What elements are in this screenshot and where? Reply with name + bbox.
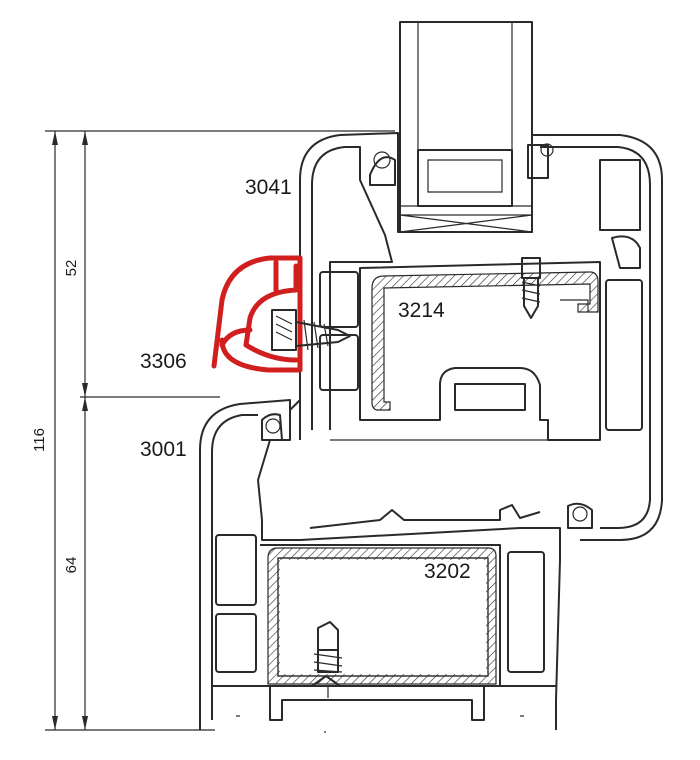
label-3041: 3041 <box>245 176 292 199</box>
label-3306: 3306 <box>140 350 187 373</box>
sash-screw <box>521 257 541 319</box>
dimension-upper: 52 <box>63 260 80 277</box>
sash-reinforcement-3214 <box>371 271 599 411</box>
dimension-total: 116 <box>31 428 48 452</box>
frame-profile <box>199 399 593 733</box>
label-3202: 3202 <box>424 560 471 583</box>
label-3001: 3001 <box>140 438 187 461</box>
dimension-lines <box>45 130 395 731</box>
dimension-lower: 64 <box>63 557 80 574</box>
renovation-profile-3306 <box>211 255 303 373</box>
glass-unit <box>399 21 533 233</box>
renovation-screw <box>271 309 351 351</box>
frame-screw <box>311 621 343 698</box>
sash-profile <box>299 132 663 541</box>
label-3214: 3214 <box>398 299 445 322</box>
